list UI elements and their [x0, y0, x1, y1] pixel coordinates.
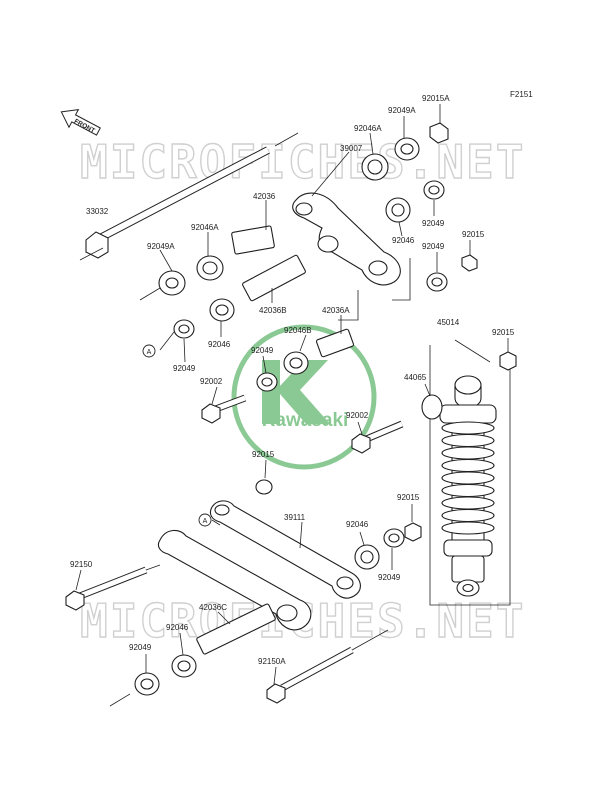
callout: 92049A — [388, 106, 416, 115]
spring-coil — [441, 421, 495, 435]
sleeve-42036c — [196, 603, 276, 655]
spring-coil — [441, 508, 495, 523]
spring-coil — [441, 433, 495, 448]
callout: 92015A — [422, 94, 450, 103]
callout: 92150 — [70, 560, 93, 569]
callout: 92049 — [422, 242, 445, 251]
nut-92015-lower-right — [404, 522, 422, 542]
ref-mark-a-upper: A — [142, 344, 156, 358]
callout: 92015 — [492, 328, 515, 337]
leader-lines-upper — [139, 104, 471, 405]
callout: 92046 — [166, 623, 189, 632]
callout: 39007 — [340, 144, 363, 153]
callout: 92046A — [191, 223, 219, 232]
callout: 44065 — [404, 373, 427, 382]
callout: 92049 — [173, 364, 196, 373]
bolt-92002-lower — [351, 420, 404, 454]
spring-coil — [441, 521, 495, 535]
spring-coil — [441, 446, 495, 460]
callout: 92049 — [129, 643, 152, 652]
callout: 92046A — [354, 124, 382, 133]
sleeve-42036a — [315, 328, 355, 358]
callout: 92015 — [462, 230, 485, 239]
callout: 33032 — [86, 207, 109, 216]
callout: 92046 — [392, 236, 415, 245]
logo-text: Kawasaki — [262, 410, 349, 431]
kawasaki-logo-watermark: Kawasaki — [231, 324, 377, 470]
shock-absorber-45014 — [439, 375, 497, 597]
callout: 92002 — [200, 377, 223, 386]
spring-coil — [441, 483, 495, 498]
callout: 92046 — [346, 520, 369, 529]
callout: 92049A — [147, 242, 175, 251]
callout: 92002 — [346, 411, 369, 420]
tie-rod-39111 — [157, 500, 361, 631]
watermark-top: MICROFICHES.NET — [80, 135, 525, 189]
sleeve-42036b — [242, 254, 306, 302]
pivot-bolt-33032 — [79, 132, 299, 261]
sleeve-42036 — [231, 225, 275, 255]
ref-mark-a-lower: A — [198, 513, 212, 527]
callout: 92015 — [397, 493, 420, 502]
svg-text:A: A — [147, 349, 152, 356]
collar-44065 — [421, 394, 443, 420]
callout: 92049 — [251, 346, 274, 355]
callout: 92049 — [422, 219, 445, 228]
svg-text:A: A — [203, 518, 208, 525]
callout-labels: 92015A 92049A 92046A 39007 33032 42036 9… — [70, 94, 515, 666]
bolt-92150 — [65, 564, 161, 611]
callout: 39111 — [284, 513, 306, 522]
bolt-92150a — [109, 629, 389, 707]
callout: 42036B — [259, 306, 287, 315]
collar-92015-lower — [255, 479, 273, 495]
callout: 42036C — [199, 603, 227, 612]
spring-coil — [441, 471, 495, 485]
callout: 42036A — [322, 306, 350, 315]
spring-coil — [441, 458, 495, 473]
rocker-arm-39007 — [292, 192, 401, 286]
leader-lines-lower — [75, 459, 413, 685]
nut-92015-shock — [499, 351, 517, 371]
nut-92015-upper — [461, 254, 478, 272]
shock-bracket — [429, 345, 511, 606]
callout: 92049 — [378, 573, 401, 582]
bolt-92002-upper — [201, 394, 247, 424]
callout: 92046B — [284, 326, 312, 335]
callout: 42036 — [253, 192, 276, 201]
callout: 92015 — [252, 450, 275, 459]
callout: 45014 — [437, 318, 460, 327]
figure-code: F2151 — [510, 90, 533, 99]
callout: 92150A — [258, 657, 286, 666]
spring-coil — [441, 496, 495, 510]
callout: 92046 — [208, 340, 231, 349]
